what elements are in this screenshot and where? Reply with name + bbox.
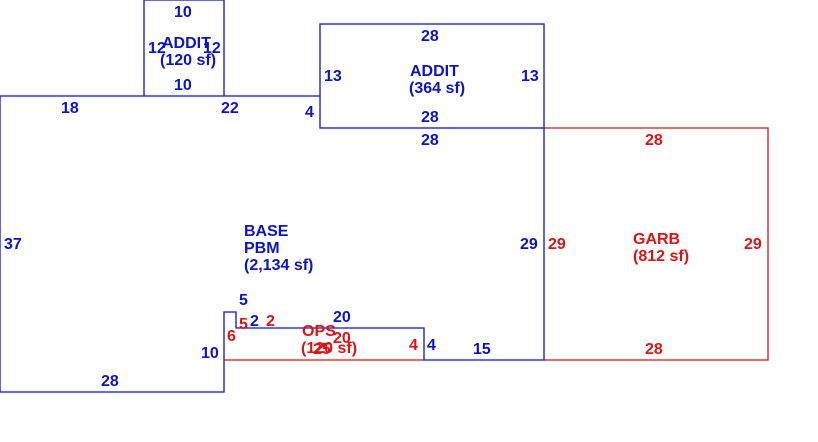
dim-base-top-mid: 22 (221, 100, 239, 117)
dim-addit-small-bottom: 10 (174, 77, 192, 94)
dim-addit-small-left: 12 (148, 40, 166, 57)
addit-small-outline (143, 0, 225, 96)
dim-garb-top: 28 (645, 132, 663, 149)
dim-base-top-step: 4 (305, 104, 314, 121)
base-label: BASE PBM (2,134 sf) (244, 223, 313, 274)
dim-addit-large-bottom: 28 (421, 109, 439, 126)
dim-base-ops-right: 4 (427, 337, 436, 354)
base-outline (0, 95, 545, 393)
dim-base-notch-left: 10 (201, 345, 219, 362)
dim-base-left: 37 (4, 236, 22, 253)
dim-addit-small-top: 10 (174, 4, 192, 21)
dim-addit-large-right: 13 (521, 68, 539, 85)
addit-large-area: (364 sf) (409, 80, 465, 97)
dim-base-bottom: 28 (101, 373, 119, 390)
dim-addit-small-right: 12 (203, 40, 221, 57)
dim-addit-large-left: 13 (324, 68, 342, 85)
ops-label: OPS (120 sf) (301, 323, 357, 357)
dim-ops-bottom-b: 25 (313, 341, 331, 358)
addit-small-label: ADDIT (120 sf) (160, 35, 216, 69)
addit-large-label: ADDIT (364 sf) (409, 63, 465, 97)
dim-garb-right: 29 (744, 236, 762, 253)
ops-name: OPS (302, 323, 336, 340)
base-sub: PBM (244, 240, 280, 257)
addit-large-name: ADDIT (410, 63, 459, 80)
dim-ops-step: 2 (266, 313, 275, 330)
addit-small-name: ADDIT (162, 35, 211, 52)
garb-area: (812 sf) (633, 248, 689, 265)
dim-garb-left: 29 (548, 236, 566, 253)
garb-name: GARB (633, 231, 680, 248)
addit-small-area: (120 sf) (160, 52, 216, 69)
dim-ops-left: 6 (227, 328, 236, 345)
dim-base-notch-step: 2 (250, 313, 259, 330)
dim-ops-right: 4 (409, 337, 418, 354)
dim-base-top-left: 18 (61, 100, 79, 117)
garb-outline (544, 127, 769, 361)
dim-addit-large-top: 28 (421, 28, 439, 45)
garb-label: GARB (812 sf) (633, 231, 689, 265)
dim-base-notch-top: 5 (239, 292, 248, 309)
ops-area: (120 sf) (301, 340, 357, 357)
dim-ops-bottom: 20 (333, 330, 351, 347)
dim-base-ops-top: 20 (333, 309, 351, 326)
dim-ops-top: 5 (239, 316, 248, 333)
dim-garb-bottom: 28 (645, 341, 663, 358)
addit-large-outline (319, 23, 545, 129)
dim-base-right: 29 (520, 236, 538, 253)
dim-base-bottom-right: 15 (473, 341, 491, 358)
base-area: (2,134 sf) (244, 257, 313, 274)
base-name: BASE (244, 223, 289, 240)
dim-base-top-right: 28 (421, 132, 439, 149)
